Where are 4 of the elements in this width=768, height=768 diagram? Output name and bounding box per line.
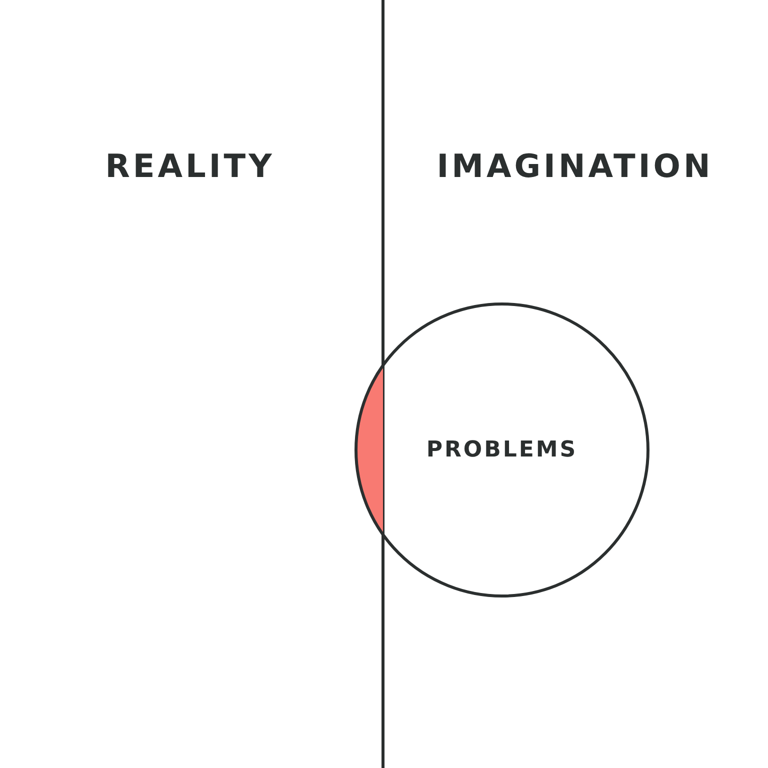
circle-label: PROBLEMS (426, 438, 578, 462)
region-label: REALITY (105, 150, 275, 182)
circle (354, 302, 650, 598)
region-label: IMAGINATION (436, 150, 714, 182)
